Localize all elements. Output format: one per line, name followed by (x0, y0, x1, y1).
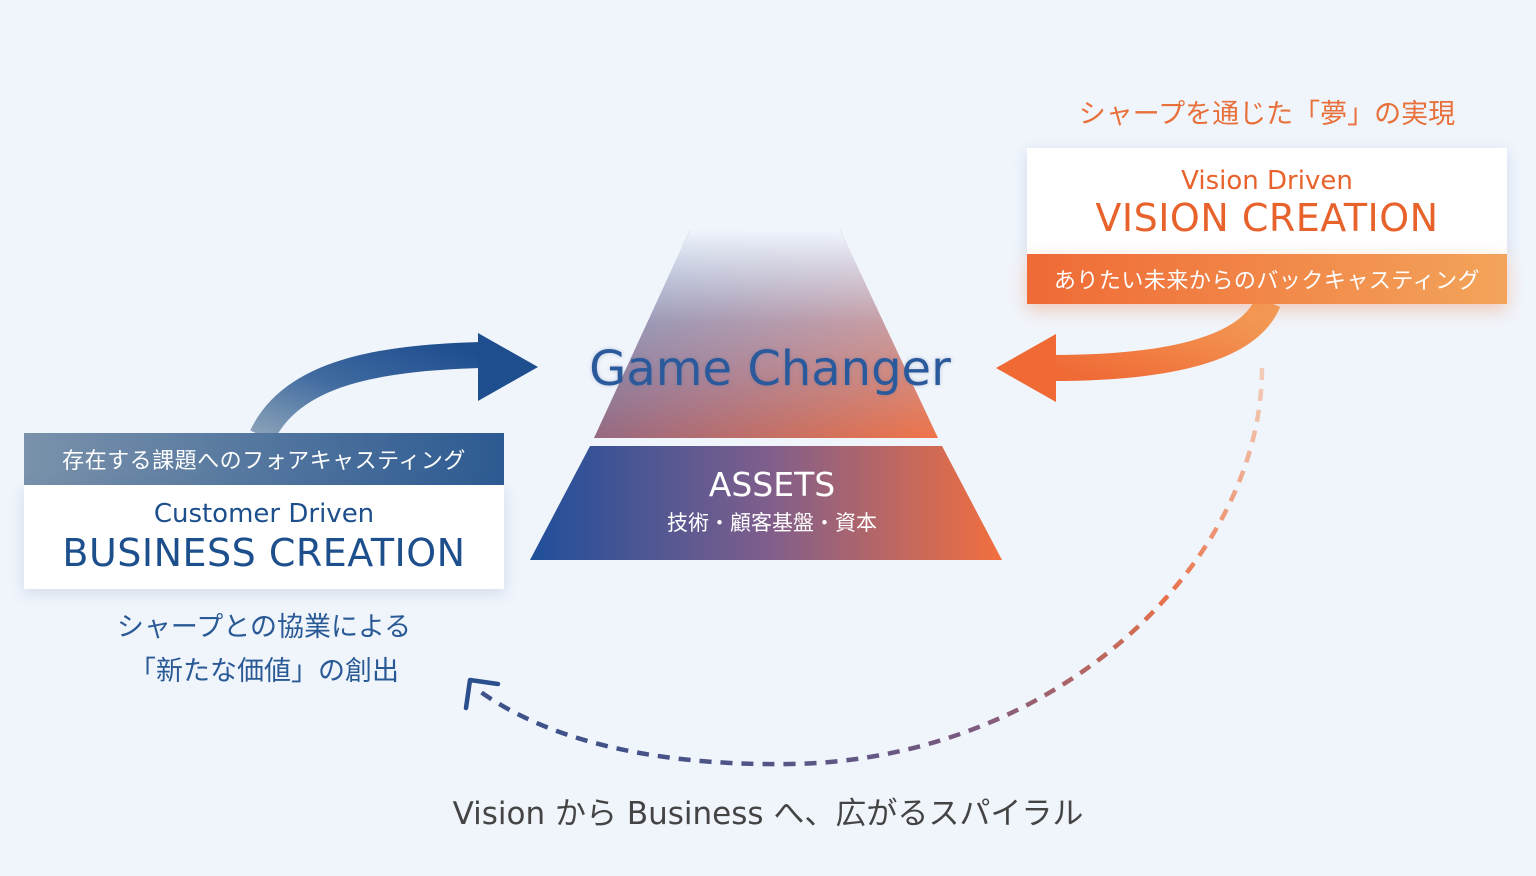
pyramid-top (594, 230, 938, 438)
customer-driven-label: Customer Driven (153, 499, 375, 529)
new-value-caption-line2: 「新たな価値」の創出 (129, 656, 399, 687)
blue-curved-arrow (250, 333, 538, 443)
dashed-spiral-arrow (463, 367, 1265, 767)
vision-creation-title: VISION CREATION (1095, 196, 1439, 240)
backcasting-band: ありたい未来からのバックキャスティング (1027, 254, 1507, 304)
assets-title: ASSETS (709, 465, 835, 504)
forecasting-band-text: 存在する課題へのフォアキャスティング (62, 449, 466, 474)
forecasting-band: 存在する課題へのフォアキャスティング (24, 433, 504, 485)
pyramid-base (530, 446, 1002, 560)
pyramid-title-text: Game Changer (589, 341, 951, 397)
orange-curved-arrow (996, 296, 1281, 402)
new-value-caption: シャープとの協業による 「新たな価値」の創出 (24, 606, 504, 694)
vision-creation-box: Vision Driven VISION CREATION (1027, 148, 1507, 254)
spiral-caption: Vision から Business へ、広がるスパイラル (452, 796, 1084, 832)
business-creation-title: BUSINESS CREATION (62, 531, 466, 575)
pyramid-title: Game Changer (589, 341, 951, 397)
dream-caption: シャープを通じた「夢」の実現 (1078, 99, 1456, 130)
vision-driven-label: Vision Driven (1181, 166, 1353, 196)
new-value-caption-line1: シャープとの協業による (116, 612, 412, 643)
backcasting-band-text: ありたい未来からのバックキャスティング (1053, 269, 1481, 294)
business-creation-box: Customer Driven BUSINESS CREATION (24, 485, 504, 589)
assets-subtitle: 技術・顧客基盤・資本 (667, 511, 877, 535)
